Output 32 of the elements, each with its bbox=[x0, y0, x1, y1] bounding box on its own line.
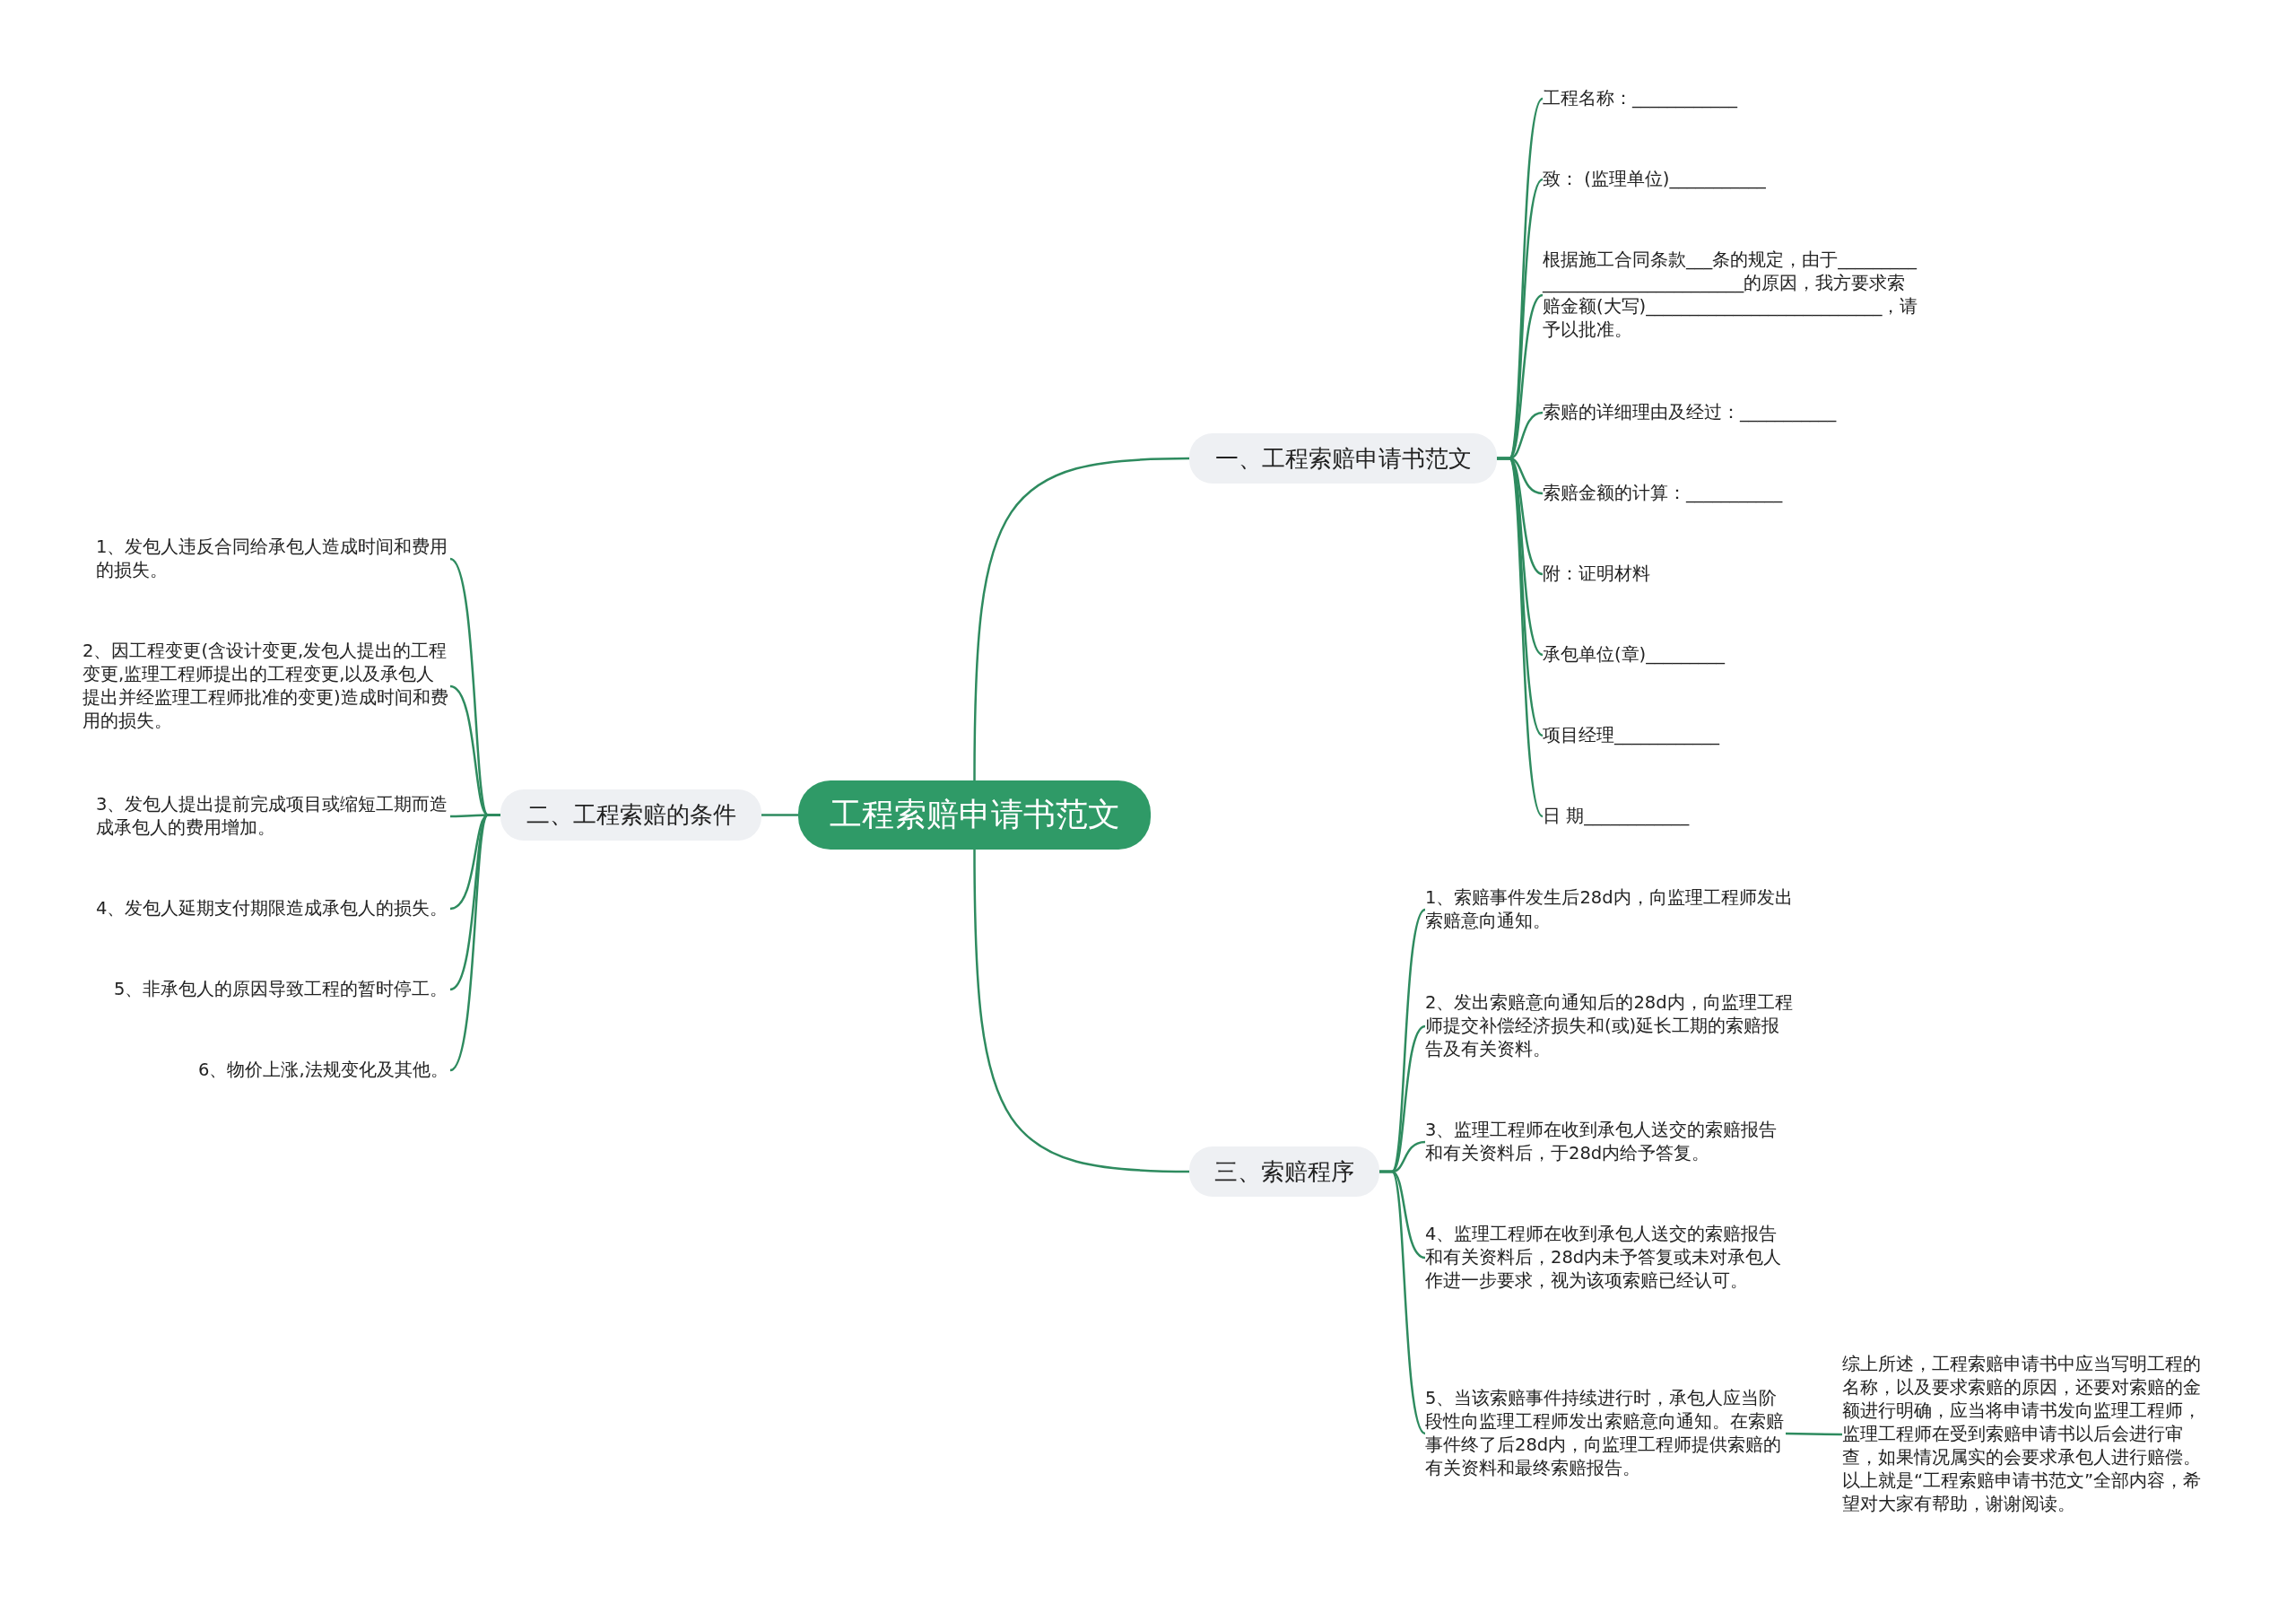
topic-text: 致： (监理单位)___________ bbox=[1543, 168, 1768, 191]
topic-text: 2、因工程变更(含设计变更,发包人提出的工程变更,监理工程师提出的工程变更,以及承包人提出并经监理工程师批准的变更)造成时间和费用的损失。 bbox=[83, 640, 450, 733]
topic-text: 根据施工合同条款___条的规定，由于________________________________的原因，我方要求索赔金额(大写)___________________________，请予以批准。 bbox=[1543, 248, 1919, 342]
connector-line bbox=[449, 814, 500, 1071]
topic-text: 6、物价上涨,法规变化及其他。 bbox=[198, 1059, 450, 1082]
topic-text: 综上所述，工程索赔申请书中应当写明工程的名称，以及要求索赔的原因，还要对索赔的金额进行明确，应当将申请书发向监理工程师，监理工程师在受到索赔申请书以后会进行审查，如果情况属实的会要求承包人进行赔偿。以上就是“工程索赔申请书范文”全部内容，希望对大家有帮助，谢谢阅读。 bbox=[1842, 1353, 2204, 1516]
topic-text: 工程名称：____________ bbox=[1543, 87, 1739, 110]
connector-line bbox=[1785, 1432, 1843, 1436]
branch-topic: 三、索赔程序 bbox=[1189, 1146, 1379, 1197]
topic-text: 1、发包人违反合同给承包人造成时间和费用的损失。 bbox=[96, 536, 450, 582]
branch-topic: 二、工程索赔的条件 bbox=[500, 789, 761, 841]
topic-text: 4、监理工程师在收到承包人送交的索赔报告和有关资料后，28d内未予答复或未对承包人作进一步要求，视为该项索赔已经认可。 bbox=[1425, 1223, 1784, 1293]
topic-text: 2、发出索赔意向通知后的28d内，向监理工程师提交补偿经济损失和(或)延长工期的索赔报告及有关资料。 bbox=[1425, 991, 1793, 1061]
topic-text: 3、监理工程师在收到承包人送交的索赔报告和有关资料后，于28d内给予答复。 bbox=[1425, 1119, 1779, 1165]
branch-topic: 一、工程索赔申请书范文 bbox=[1189, 433, 1497, 484]
topic-text: 4、发包人延期支付期限造成承包人的损失。 bbox=[96, 897, 450, 920]
topic-text: 3、发包人提出提前完成项目或缩短工期而造成承包人的费用增加。 bbox=[96, 793, 450, 840]
topic-text: 日 期____________ bbox=[1543, 805, 1692, 828]
topic-text: 5、非承包人的原因导致工程的暂时停工。 bbox=[114, 978, 450, 1001]
connector-line bbox=[973, 850, 1190, 1173]
connector-line bbox=[973, 457, 1190, 780]
topic-text: 1、索赔事件发生后28d内，向监理工程师发出索赔意向通知。 bbox=[1425, 886, 1793, 933]
topic-text: 索赔金额的计算：___________ bbox=[1543, 482, 1785, 505]
central-topic: 工程索赔申请书范文 bbox=[798, 780, 1151, 850]
connector-line bbox=[761, 814, 798, 816]
connector-line bbox=[1497, 457, 1544, 817]
topic-text: 项目经理____________ bbox=[1543, 724, 1721, 747]
topic-text: 承包单位(章)_________ bbox=[1543, 643, 1726, 667]
topic-text: 索赔的详细理由及经过：___________ bbox=[1543, 401, 1839, 424]
topic-text: 附：证明材料 bbox=[1543, 562, 1652, 586]
topic-text: 5、当该索赔事件持续进行时，承包人应当阶段性向监理工程师发出索赔意向通知。在索赔事件终了后28d内，向监理工程师提供索赔的有关资料和最终索赔报告。 bbox=[1425, 1387, 1786, 1480]
connector-line bbox=[1379, 1170, 1426, 1434]
